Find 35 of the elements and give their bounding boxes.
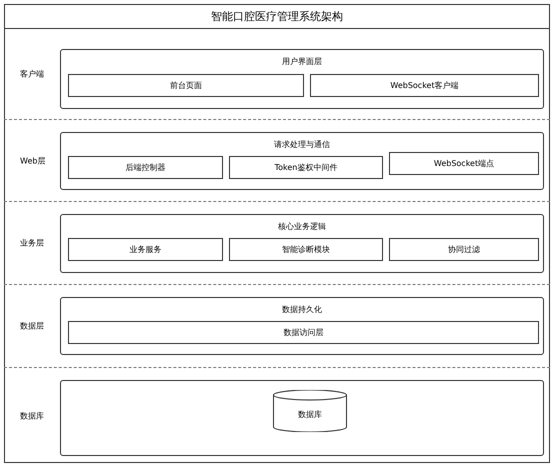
component-label: 智能诊断模块 [282,244,330,255]
layer-container [60,214,544,273]
component-label: WebSocket端点 [434,158,494,169]
component-label: 前台页面 [170,80,202,91]
component-box [229,238,383,261]
container-heading: 用户界面层 [282,56,322,67]
container-heading: 核心业务逻辑 [278,221,326,232]
component-box [68,238,223,261]
component-box [68,74,304,97]
container-heading: 请求处理与通信 [274,139,330,150]
component-box [389,152,539,175]
layer-label: 数据层 [20,320,44,332]
component-box [229,156,383,179]
layer-container [60,49,544,109]
component-box [389,238,539,261]
component-label: 数据访问层 [284,327,324,338]
layer-label: 数据库 [20,410,44,421]
diagram-title: 智能口腔医疗管理系统架构 [211,8,343,24]
cylinder-label: 数据库 [298,408,322,420]
component-label: WebSocket客户端 [390,80,459,91]
layer-label: 客户端 [20,68,44,80]
component-label: 协同过滤 [448,244,480,255]
layer-label: 业务层 [20,238,44,248]
layer-container [60,297,544,355]
layer-container [60,380,544,456]
database-cylinder [273,390,347,432]
component-label: Token鉴权中间件 [274,162,338,173]
component-box [310,74,539,97]
layer-label: Web层 [20,155,46,166]
component-box [68,156,223,179]
component-box [68,321,539,344]
component-label: 业务服务 [130,244,162,255]
component-label: 后端控制器 [126,162,166,173]
layer-container [60,132,544,190]
container-heading: 数据持久化 [282,304,322,315]
